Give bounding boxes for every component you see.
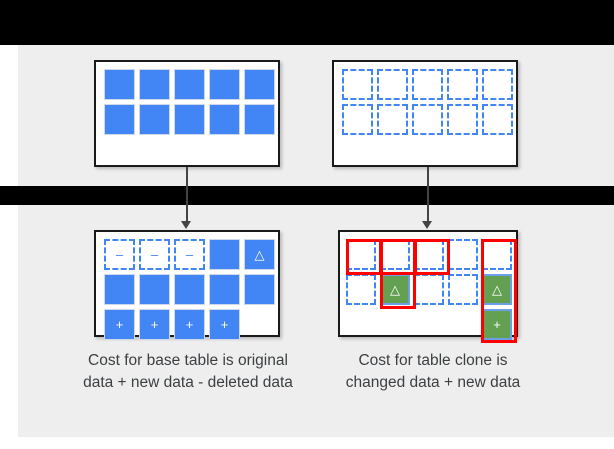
cell-glyph: + bbox=[493, 317, 501, 332]
caption-base-table: Cost for base table is original data + n… bbox=[83, 352, 293, 391]
cell-glyph: △ bbox=[254, 247, 265, 262]
cell-r2c5-solid bbox=[244, 274, 275, 305]
base-table-after-changes-grid: – – – △ + + + + bbox=[104, 239, 275, 340]
cell-r2c4-dashed bbox=[448, 274, 478, 305]
cell-glyph: △ bbox=[492, 282, 502, 297]
arrow-clone-shaft bbox=[427, 167, 429, 224]
cell-r2c2-solid bbox=[139, 274, 170, 305]
cell-r1c1-solid bbox=[104, 69, 135, 100]
cell-r3c1-solid: + bbox=[104, 309, 135, 340]
cell-r1c3-solid bbox=[174, 69, 205, 100]
cell-r3c5-empty bbox=[244, 309, 275, 340]
caption-table-clone: Cost for table clone is changed data + n… bbox=[345, 352, 521, 391]
cell-r2c3-solid bbox=[174, 104, 205, 135]
cell-r1c4-dashed bbox=[448, 239, 478, 270]
cell-r1c1-dashed bbox=[346, 239, 376, 270]
cell-r2c3-dashed bbox=[414, 274, 444, 305]
table-clone-after-changes-grid: △ △ + bbox=[346, 239, 517, 343]
cell-glyph: + bbox=[185, 317, 194, 332]
cell-r2c2-solid bbox=[139, 104, 170, 135]
cell-r3c4-solid: + bbox=[209, 309, 240, 340]
cell-r1c2-dashed bbox=[377, 69, 408, 100]
table-clone-after-changes-card: △ △ + bbox=[338, 230, 518, 343]
cell-r1c5-dashed bbox=[482, 69, 513, 100]
cell-glyph: – bbox=[150, 247, 159, 262]
cell-r1c2-dashed bbox=[380, 239, 410, 270]
cell-r2c2-green: △ bbox=[380, 274, 410, 305]
table-clone-initial-grid bbox=[342, 69, 513, 135]
cell-r1c5-solid bbox=[244, 69, 275, 100]
table-clone-initial-card bbox=[332, 60, 518, 167]
cell-glyph: – bbox=[185, 247, 194, 262]
cell-r2c2-dashed bbox=[377, 104, 408, 135]
cell-r3c2-empty bbox=[380, 309, 410, 340]
cell-r3c5-green: + bbox=[482, 309, 512, 340]
cell-r1c4-solid bbox=[209, 69, 240, 100]
cell-glyph: + bbox=[115, 317, 124, 332]
cell-r2c4-solid bbox=[209, 274, 240, 305]
cell-r1c3-dashed bbox=[412, 69, 443, 100]
cell-glyph: + bbox=[150, 317, 159, 332]
cell-glyph: △ bbox=[390, 282, 400, 297]
cell-r2c3-dashed bbox=[412, 104, 443, 135]
cell-r1c3-dashed: – bbox=[174, 239, 205, 270]
cell-r2c4-solid bbox=[209, 104, 240, 135]
base-table-after-changes-card: – – – △ + + + + bbox=[94, 230, 280, 340]
base-table-original-card bbox=[94, 60, 280, 167]
cell-glyph: + bbox=[220, 317, 229, 332]
cell-r2c3-solid bbox=[174, 274, 205, 305]
cell-r3c2-solid: + bbox=[139, 309, 170, 340]
cell-r3c3-solid: + bbox=[174, 309, 205, 340]
cell-r2c1-dashed bbox=[342, 104, 373, 135]
cell-r1c4-dashed bbox=[447, 69, 478, 100]
cell-r1c1-dashed bbox=[342, 69, 373, 100]
cell-r1c5-dashed bbox=[482, 239, 512, 270]
cell-glyph: – bbox=[115, 247, 124, 262]
arrow-base-head-icon bbox=[181, 221, 191, 229]
cell-r1c2-dashed: – bbox=[139, 239, 170, 270]
cell-r1c1-dashed: – bbox=[104, 239, 135, 270]
middle-black-band bbox=[0, 186, 614, 205]
cell-r2c5-solid bbox=[244, 104, 275, 135]
cell-r2c5-green: △ bbox=[482, 274, 512, 305]
arrow-clone-head-icon bbox=[422, 221, 432, 229]
arrow-base-shaft bbox=[186, 167, 188, 224]
cell-r1c2-solid bbox=[139, 69, 170, 100]
top-black-band bbox=[0, 0, 614, 45]
cell-r2c1-solid bbox=[104, 274, 135, 305]
cell-r3c4-empty bbox=[448, 309, 478, 340]
cell-r2c1-dashed bbox=[346, 274, 376, 305]
cell-r3c3-empty bbox=[414, 309, 444, 340]
cell-r2c5-dashed bbox=[482, 104, 513, 135]
cell-r2c1-solid bbox=[104, 104, 135, 135]
cell-r1c3-dashed bbox=[414, 239, 444, 270]
cell-r1c5-solid: △ bbox=[244, 239, 275, 270]
cell-r3c1-empty bbox=[346, 309, 376, 340]
cell-r2c4-dashed bbox=[447, 104, 478, 135]
base-table-original-grid bbox=[104, 69, 275, 135]
cell-r1c4-solid bbox=[209, 239, 240, 270]
